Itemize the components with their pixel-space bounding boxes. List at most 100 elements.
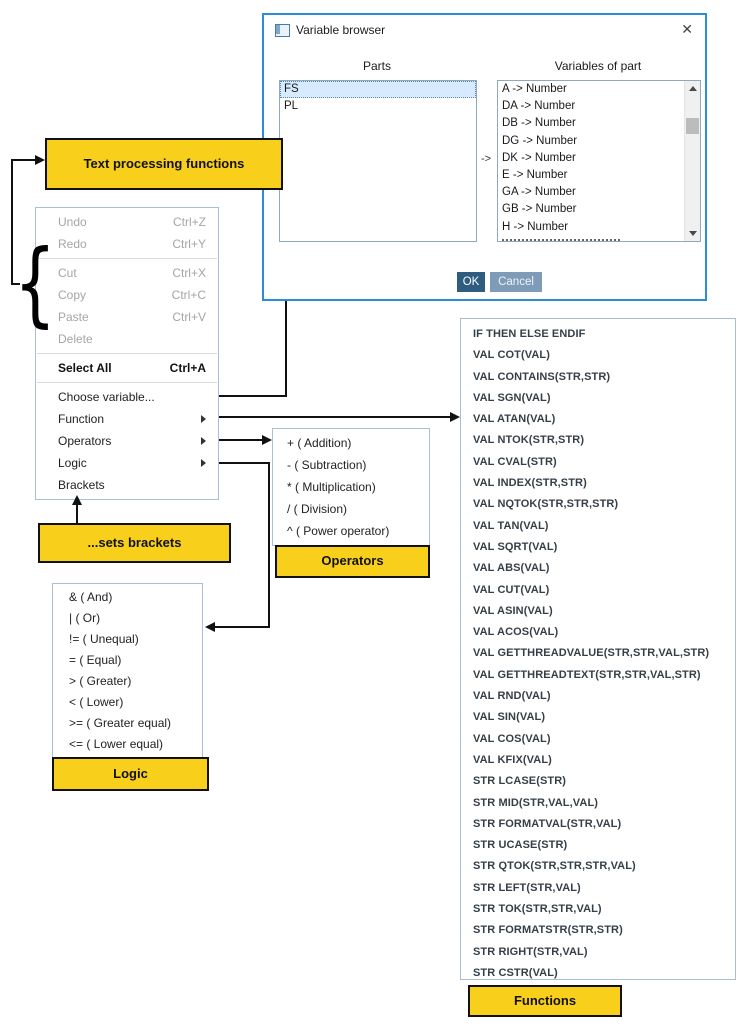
menu-item: Copy Ctrl+C bbox=[36, 284, 218, 306]
logic-item[interactable]: | ( Or) bbox=[69, 611, 101, 625]
function-item[interactable]: VAL COS(VAL) bbox=[473, 732, 551, 745]
logic-item[interactable]: < ( Lower) bbox=[69, 695, 124, 709]
menu-item-label: Paste bbox=[58, 310, 89, 324]
menu-item[interactable]: Choose variable... bbox=[36, 386, 218, 408]
function-item[interactable]: VAL CONTAINS(STR,STR) bbox=[473, 370, 611, 383]
label-sets-brackets: ...sets brackets bbox=[38, 523, 231, 563]
scroll-up-icon[interactable] bbox=[685, 81, 700, 96]
function-item[interactable]: STR TOK(STR,STR,VAL) bbox=[473, 903, 602, 916]
cancel-button[interactable]: Cancel bbox=[490, 272, 542, 292]
menu-item[interactable]: Operators bbox=[36, 430, 218, 452]
menu-item-shortcut: Ctrl+C bbox=[171, 288, 206, 302]
text-processing-arrow-vline bbox=[11, 159, 13, 285]
variable-item[interactable]: DB -> Number bbox=[502, 117, 576, 130]
variable-item[interactable]: DG -> Number bbox=[502, 134, 578, 147]
function-item[interactable]: STR UCASE(STR) bbox=[473, 839, 568, 852]
brackets-arrow-line bbox=[76, 505, 78, 523]
function-item[interactable]: VAL SGN(VAL) bbox=[473, 391, 551, 404]
logic-item[interactable]: > ( Greater) bbox=[69, 674, 132, 688]
clipboard-group-brace: { bbox=[14, 230, 57, 337]
label-text-processing-functions: Text processing functions bbox=[45, 138, 283, 190]
ok-button[interactable]: OK bbox=[457, 272, 485, 292]
logic-item[interactable]: >= ( Greater equal) bbox=[69, 716, 172, 730]
part-item-label: PL bbox=[284, 100, 299, 113]
menu-item: Undo Ctrl+Z bbox=[36, 211, 218, 233]
operator-item[interactable]: * ( Multiplication) bbox=[287, 480, 376, 494]
function-item[interactable]: VAL RND(VAL) bbox=[473, 690, 551, 703]
function-item[interactable]: VAL ACOS(VAL) bbox=[473, 626, 559, 639]
function-item[interactable]: VAL GETTHREADTEXT(STR,STR,VAL,STR) bbox=[473, 668, 701, 681]
function-item[interactable]: VAL ABS(VAL) bbox=[473, 562, 550, 575]
logic-submenu: & ( And) | ( Or) != ( Unequal) = ( Equal) > … bbox=[52, 583, 203, 759]
function-item[interactable]: VAL ASIN(VAL) bbox=[473, 604, 553, 617]
menu-item[interactable]: Select All Ctrl+A bbox=[36, 357, 218, 379]
function-item[interactable]: STR FORMATVAL(STR,VAL) bbox=[473, 817, 622, 830]
function-item[interactable]: STR QTOK(STR,STR,STR,VAL) bbox=[473, 860, 636, 873]
scrollbar-thumb[interactable] bbox=[686, 118, 699, 134]
function-arrow-line bbox=[219, 416, 450, 418]
variables-list[interactable]: A -> Number DA -> Number DB -> Number DG ->… bbox=[497, 80, 701, 242]
variable-item[interactable]: E -> Number bbox=[502, 168, 568, 181]
logic-arrow-line-v bbox=[268, 462, 270, 628]
menu-item-shortcut: Ctrl+V bbox=[172, 310, 206, 324]
menu-item[interactable]: Function bbox=[36, 408, 218, 430]
function-item[interactable]: STR RIGHT(STR,VAL) bbox=[473, 945, 588, 958]
submenu-arrow-icon bbox=[201, 415, 206, 423]
logic-item[interactable]: != ( Unequal) bbox=[69, 632, 139, 646]
function-item[interactable]: STR CSTR(VAL) bbox=[473, 966, 558, 979]
variable-item[interactable]: DA -> Number bbox=[502, 100, 576, 113]
menu-item-shortcut: Ctrl+Y bbox=[172, 237, 206, 251]
choose-variable-line-v bbox=[285, 301, 287, 397]
dialog-title: Variable browser bbox=[296, 23, 386, 37]
function-item[interactable]: VAL KFIX(VAL) bbox=[473, 753, 552, 766]
operator-item[interactable]: - ( Subtraction) bbox=[287, 458, 367, 472]
text-processing-arrowhead-icon bbox=[35, 155, 45, 165]
function-item[interactable]: VAL TAN(VAL) bbox=[473, 519, 549, 532]
choose-variable-line-h bbox=[219, 395, 287, 397]
function-item[interactable]: VAL ATAN(VAL) bbox=[473, 413, 556, 426]
logic-item[interactable]: & ( And) bbox=[69, 590, 113, 604]
variable-item[interactable]: GB -> Number bbox=[502, 203, 577, 216]
function-item[interactable]: VAL SIN(VAL) bbox=[473, 711, 546, 724]
function-item[interactable]: VAL GETTHREADVALUE(STR,STR,VAL,STR) bbox=[473, 647, 710, 660]
function-item[interactable]: VAL SQRT(VAL) bbox=[473, 540, 558, 553]
function-item[interactable]: VAL NQTOK(STR,STR,STR) bbox=[473, 498, 619, 511]
operators-submenu: + ( Addition) - ( Subtraction) * ( Multipl… bbox=[272, 428, 430, 546]
scroll-down-icon[interactable] bbox=[685, 226, 700, 241]
variable-item[interactable]: GA -> Number bbox=[502, 186, 576, 199]
logic-item[interactable]: = ( Equal) bbox=[69, 653, 122, 667]
menu-item-label: Brackets bbox=[58, 478, 105, 492]
menu-item[interactable]: Logic bbox=[36, 452, 218, 474]
function-item[interactable]: STR LCASE(STR) bbox=[473, 775, 567, 788]
function-item[interactable]: STR FORMATSTR(STR,STR) bbox=[473, 924, 623, 937]
function-arrowhead-icon bbox=[450, 412, 460, 422]
variable-item[interactable]: A -> Number bbox=[502, 83, 567, 95]
variable-item[interactable]: H -> Number bbox=[502, 220, 569, 233]
operator-item[interactable]: / ( Division) bbox=[287, 502, 348, 516]
operator-item[interactable]: ^ ( Power operator) bbox=[287, 524, 390, 538]
function-item[interactable]: VAL CUT(VAL) bbox=[473, 583, 550, 596]
function-item[interactable]: IF THEN ELSE ENDIF bbox=[473, 328, 586, 340]
function-item[interactable]: STR MID(STR,VAL,VAL) bbox=[473, 796, 599, 809]
function-item[interactable]: STR LEFT(STR,VAL) bbox=[473, 881, 581, 894]
logic-arrow-line-h1 bbox=[219, 462, 268, 464]
menu-item-label: Operators bbox=[58, 434, 112, 448]
function-item[interactable]: VAL NTOK(STR,STR) bbox=[473, 434, 585, 447]
menu-item[interactable]: Brackets bbox=[36, 474, 218, 496]
variable-item[interactable]: DK -> Number bbox=[502, 151, 576, 164]
function-item[interactable]: VAL COT(VAL) bbox=[473, 349, 550, 362]
part-item[interactable]: PL bbox=[280, 98, 476, 115]
function-item[interactable]: VAL CVAL(STR) bbox=[473, 455, 557, 468]
close-icon[interactable]: ✕ bbox=[681, 21, 693, 37]
operator-item[interactable]: + ( Addition) bbox=[287, 436, 352, 450]
variables-scrollbar[interactable] bbox=[684, 81, 700, 241]
function-item[interactable]: VAL INDEX(STR,STR) bbox=[473, 477, 587, 490]
menu-item-label: Redo bbox=[58, 237, 87, 251]
variable-browser-dialog: Variable browser ✕ Parts Variables of pa… bbox=[262, 13, 707, 301]
logic-item[interactable]: <= ( Lower equal) bbox=[69, 737, 164, 751]
part-item[interactable]: FS bbox=[280, 81, 476, 99]
menu-separator bbox=[37, 353, 217, 354]
submenu-arrow-icon bbox=[201, 437, 206, 445]
variables-list-items: A -> Number DA -> Number DB -> Number DG ->… bbox=[498, 81, 685, 241]
